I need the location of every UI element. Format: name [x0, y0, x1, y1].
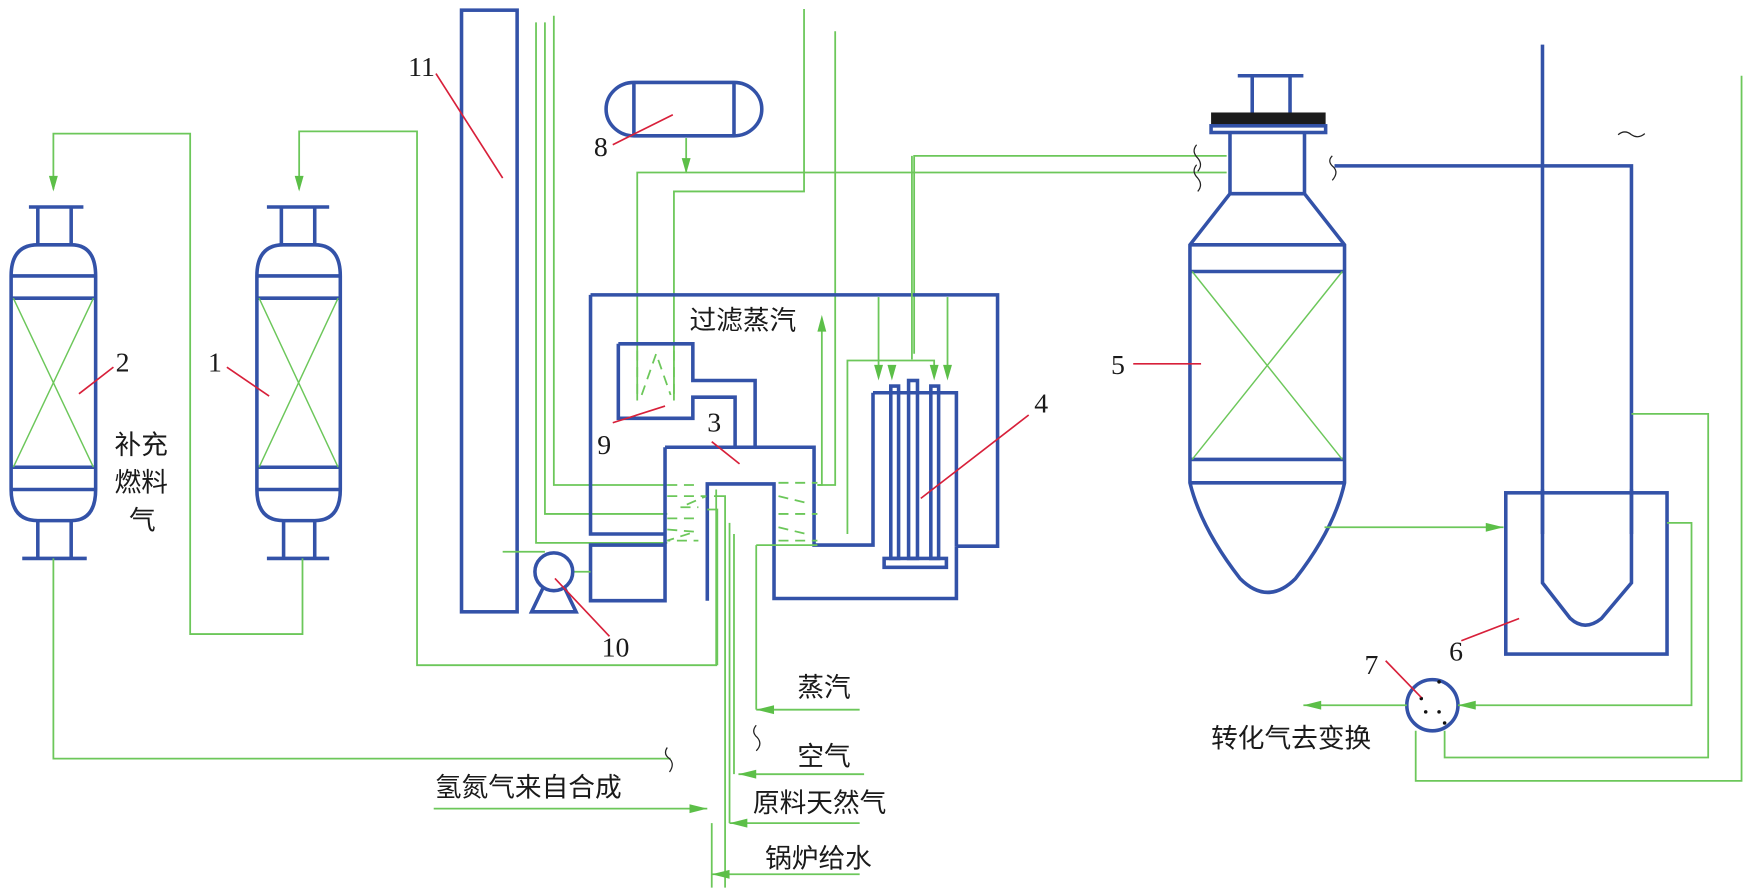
pipes-column — [502, 15, 668, 553]
label-filtered-steam: 过滤蒸汽 — [690, 305, 797, 336]
label-boiler-feed-water: 锅炉给水 — [765, 844, 872, 875]
pipes-vessel6-7 — [1303, 75, 1743, 782]
label-air: 空气 — [797, 741, 850, 772]
label-3: 3 — [707, 408, 721, 439]
label-10: 10 — [602, 632, 630, 663]
label-supplementary-fuel-2: 燃料 — [115, 468, 168, 499]
label-6: 6 — [1449, 637, 1463, 668]
vessel-7 — [1405, 677, 1460, 733]
label-9: 9 — [597, 430, 611, 461]
label-2: 2 — [116, 348, 130, 379]
label-4: 4 — [1034, 389, 1048, 420]
label-reformed-gas-to-shift: 转化气去变换 — [1211, 723, 1371, 754]
pipes-desulfurizers — [48, 130, 718, 773]
label-7: 7 — [1365, 650, 1379, 681]
column-11 — [459, 8, 519, 614]
label-feed-natural-gas: 原料天然气 — [753, 788, 886, 819]
coils — [636, 350, 818, 542]
label-steam: 蒸汽 — [797, 672, 850, 703]
label-supplementary-fuel-3: 气 — [129, 506, 156, 537]
label-8: 8 — [594, 132, 608, 163]
pipes-top — [636, 9, 1227, 486]
label-5: 5 — [1111, 350, 1125, 381]
vessel-8 — [604, 80, 764, 138]
pipes-furnace — [568, 155, 952, 888]
label-11: 11 — [408, 52, 435, 83]
vessel-6 — [1504, 489, 1669, 656]
pipes-feeds — [433, 705, 865, 879]
reformer-furnace — [588, 293, 1000, 603]
vessel-1 — [255, 205, 343, 561]
label-h2n2-from-synthesis: 氢氮气来自合成 — [435, 772, 622, 803]
reactor-5 — [1188, 74, 1347, 594]
leader-lines — [78, 73, 1520, 699]
vessel-2 — [9, 205, 98, 561]
pipes-right — [1324, 44, 1646, 534]
label-supplementary-fuel-1: 补充 — [115, 430, 168, 461]
pump-10 — [528, 551, 579, 614]
label-1: 1 — [208, 348, 222, 379]
